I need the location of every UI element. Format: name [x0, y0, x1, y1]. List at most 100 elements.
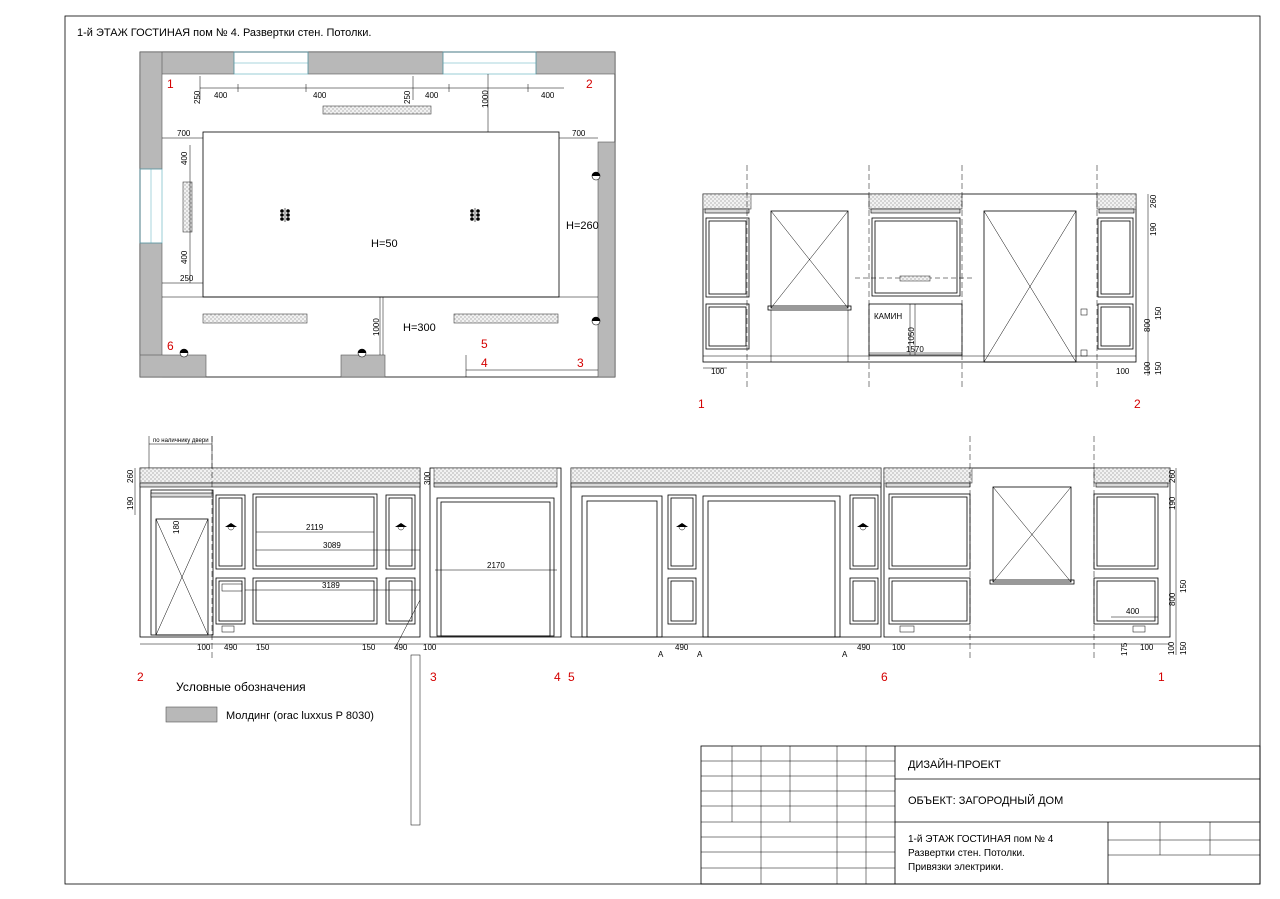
elevation-dimension: 300	[423, 471, 432, 485]
socket-icon	[1080, 308, 1088, 316]
legend-title: Условные обозначения	[176, 680, 306, 694]
wall-segment	[307, 51, 444, 75]
wall-sconce-icon	[591, 171, 601, 181]
ceiling-height: H=260	[566, 220, 599, 232]
elevation-dimension: 3089	[323, 541, 341, 550]
light-strip	[202, 313, 308, 324]
elevation-dimension: 490	[394, 643, 408, 652]
wall-sconce-icon	[676, 523, 688, 531]
wall-label: 6	[881, 670, 888, 684]
chandelier-icon	[280, 208, 290, 222]
object-title: ОБЪЕКТ: ЗАГОРОДНЫЙ ДОМ	[908, 794, 1063, 807]
wall-label: 5	[568, 670, 575, 684]
elevation-dimension: 800	[1168, 592, 1177, 606]
elevation-dimension: 100	[423, 643, 437, 652]
wall-segment	[597, 141, 616, 378]
sheet-title: 1-й ЭТАЖ ГОСТИНАЯ пом № 4. Развертки сте…	[77, 27, 371, 39]
sheet-name-line: 1-й ЭТАЖ ГОСТИНАЯ пом № 4	[908, 834, 1054, 845]
elevation-dimension: 400	[1126, 607, 1140, 616]
ceiling-height: H=300	[403, 322, 436, 334]
elevation-dimension: 175	[1120, 642, 1129, 656]
wall-segment	[139, 354, 207, 378]
elevation-dimension: 490	[857, 643, 871, 652]
wall-label: 4	[481, 356, 488, 370]
ceiling-recess	[202, 131, 560, 298]
legend: Условные обозначения Молдинг (orac luxxu…	[165, 680, 374, 723]
wall-sconce-icon	[591, 316, 601, 326]
legend-swatch	[165, 706, 218, 723]
sheet-name-line: Развертки стен. Потолки.	[908, 848, 1025, 859]
wall-label: 2	[137, 670, 144, 684]
window	[770, 210, 849, 309]
light-strip	[182, 181, 193, 233]
plan-dimension: 400	[180, 151, 189, 165]
plan-dimension: 700	[572, 129, 586, 138]
project-title: ДИЗАЙН-ПРОЕКТ	[908, 758, 1001, 771]
wall-label: 6	[167, 339, 174, 353]
wall-label: 4	[554, 670, 561, 684]
legend-item-label: Молдинг (orac luxxus P 8030)	[226, 710, 374, 722]
plan-dimension: 700	[177, 129, 191, 138]
door-note: по наличнику двери	[153, 438, 209, 444]
wall-label: 2	[586, 77, 593, 91]
wall-sconce-icon	[225, 523, 237, 531]
elevation-dimension: 150	[256, 643, 270, 652]
elevation-dimension: 100	[1143, 361, 1152, 375]
wall-label: 3	[577, 356, 584, 370]
elevation-dimension: 490	[675, 643, 689, 652]
wall-sconce-icon	[179, 348, 189, 358]
wall-label: 3	[430, 670, 437, 684]
socket-icon	[221, 625, 235, 633]
sheet-name-line: Привязки электрики.	[908, 862, 1004, 873]
elevation-dimension: 800	[1143, 318, 1152, 332]
wall-elevation-1-2: КАМИН 260 190 800 150 1050 1570 100 100 …	[698, 165, 1163, 411]
light-strip	[322, 105, 432, 115]
fireplace-label: КАМИН	[874, 312, 902, 321]
tv-panel	[871, 217, 961, 297]
elevation-dimension: 100	[1140, 643, 1154, 652]
socket-icon	[1132, 625, 1146, 633]
plan-dimension: 400	[180, 250, 189, 264]
elevation-dimension: 2119	[306, 523, 324, 532]
wall-label: 5	[481, 337, 488, 351]
elevation-dimension: 190	[126, 496, 135, 510]
wall-segment	[535, 51, 616, 75]
elevation-dimension: 150	[1154, 306, 1163, 320]
elevation-dimension: 1050	[907, 327, 916, 345]
elevation-dimension: 150	[362, 643, 376, 652]
ceiling-plan: 250 400 400 250 400 400 1000 700 700 400…	[139, 51, 616, 378]
wall-label: 2	[1134, 397, 1141, 411]
socket-icon	[1080, 349, 1088, 357]
elevation-dimension: 2170	[487, 561, 505, 570]
plan-dimension: 250	[193, 90, 202, 104]
socket-icon	[221, 583, 243, 592]
elevation-dimension: 3189	[322, 581, 340, 590]
wall-label: 1	[1158, 670, 1165, 684]
plan-dimension: 400	[214, 91, 228, 100]
plan-dimension: 1000	[481, 90, 490, 108]
section-mark: A	[658, 650, 664, 659]
plan-dimension: 400	[313, 91, 327, 100]
plan-dimension: 250	[180, 274, 194, 283]
door	[983, 210, 1077, 363]
plan-dimension: 1000	[372, 318, 381, 336]
wall-segment	[340, 354, 386, 378]
plan-dimension: 250	[403, 90, 412, 104]
elevation-dimension: 490	[224, 643, 238, 652]
elevation-dimension: 260	[1149, 194, 1158, 208]
elevation-dimension: 260	[1168, 469, 1177, 483]
wall-label: 1	[698, 397, 705, 411]
elevation-dimension: 100	[197, 643, 211, 652]
sheet-frame	[64, 15, 1261, 885]
wall-sconce-icon	[357, 348, 367, 358]
title-block: ДИЗАЙН-ПРОЕКТ ОБЪЕКТ: ЗАГОРОДНЫЙ ДОМ 1-й…	[700, 745, 1261, 885]
wall-sconce-icon	[395, 523, 407, 531]
elevation-dimension: 100	[892, 643, 906, 652]
wall-sconce-icon	[857, 523, 869, 531]
elevation-dimension: 100	[1167, 641, 1176, 655]
door	[155, 518, 209, 636]
wall-segment	[139, 51, 163, 170]
light-strip	[453, 313, 559, 324]
elevation-dimension: 180	[172, 520, 181, 534]
